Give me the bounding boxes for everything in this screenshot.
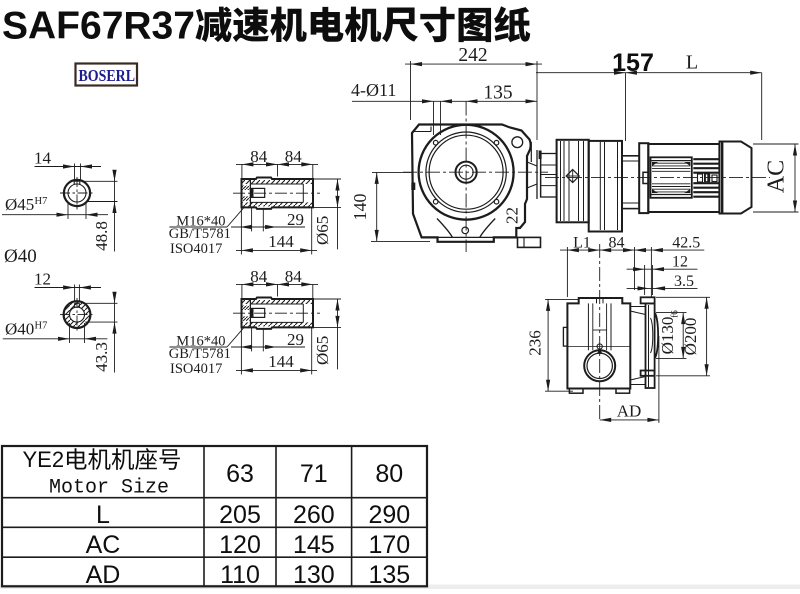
svg-text:84: 84 (609, 235, 625, 252)
svg-text:AD: AD (617, 402, 642, 421)
svg-text:ISO4017: ISO4017 (170, 241, 222, 257)
svg-text:Motor Size: Motor Size (49, 477, 169, 500)
svg-text:130: 130 (293, 561, 335, 589)
svg-text:YE2: YE2 (23, 447, 65, 472)
svg-text:84: 84 (250, 267, 268, 286)
svg-text:42.5: 42.5 (672, 235, 700, 252)
svg-text:144: 144 (268, 352, 294, 371)
svg-text:84: 84 (285, 267, 303, 286)
svg-text:SAF67R37: SAF67R37 (2, 5, 195, 48)
svg-text:157: 157 (612, 49, 654, 77)
svg-text:GB/T5781: GB/T5781 (169, 346, 231, 362)
svg-text:242: 242 (458, 45, 487, 66)
svg-text:L1: L1 (573, 235, 591, 252)
svg-text:H7: H7 (35, 196, 48, 207)
svg-text:Ø45: Ø45 (5, 195, 34, 214)
svg-text:144: 144 (268, 232, 294, 251)
svg-text:110: 110 (220, 561, 260, 589)
svg-text:145: 145 (293, 531, 335, 559)
svg-text:22: 22 (503, 207, 522, 224)
svg-text:84: 84 (285, 147, 303, 166)
svg-text:Ø200: Ø200 (681, 318, 700, 356)
svg-text:L: L (96, 501, 110, 529)
svg-text:Ø65: Ø65 (313, 216, 332, 245)
svg-text:M16*40: M16*40 (176, 333, 225, 349)
svg-text:GB/T5781: GB/T5781 (169, 226, 231, 242)
svg-text:48.8: 48.8 (92, 221, 111, 251)
svg-text:f6: f6 (670, 310, 680, 318)
svg-text:236: 236 (526, 330, 545, 356)
svg-text:170: 170 (368, 531, 410, 559)
svg-text:260: 260 (293, 501, 335, 529)
svg-text:Ø40: Ø40 (5, 320, 34, 339)
svg-text:Ø65: Ø65 (313, 336, 332, 365)
svg-text:BOSERL: BOSERL (79, 66, 136, 85)
svg-text:29: 29 (287, 210, 304, 229)
svg-text:AD: AD (86, 561, 121, 589)
svg-text:12: 12 (34, 270, 51, 289)
svg-text:84: 84 (250, 147, 268, 166)
svg-text:71: 71 (300, 460, 328, 488)
svg-text:29: 29 (287, 330, 304, 349)
svg-text:Ø130: Ø130 (658, 317, 677, 355)
svg-text:Ø40: Ø40 (4, 246, 37, 267)
svg-text:80: 80 (375, 460, 403, 488)
svg-text:135: 135 (483, 83, 512, 104)
svg-text:140: 140 (350, 194, 370, 221)
svg-text:AC: AC (764, 160, 790, 193)
svg-text:ISO4017: ISO4017 (170, 361, 222, 377)
svg-text:290: 290 (368, 501, 410, 529)
svg-text:4-Ø11: 4-Ø11 (351, 80, 396, 100)
svg-text:135: 135 (368, 561, 410, 589)
svg-text:14: 14 (34, 149, 52, 168)
svg-text:120: 120 (219, 531, 261, 559)
svg-text:3.5: 3.5 (674, 273, 694, 290)
svg-text:63: 63 (226, 460, 254, 488)
svg-text:205: 205 (219, 501, 261, 529)
svg-text:12: 12 (672, 254, 688, 271)
svg-text:M16*40: M16*40 (176, 213, 225, 229)
svg-text:L: L (686, 52, 698, 74)
svg-text:43.3: 43.3 (92, 342, 111, 372)
svg-text:H7: H7 (35, 321, 48, 332)
svg-text:AC: AC (86, 531, 121, 559)
